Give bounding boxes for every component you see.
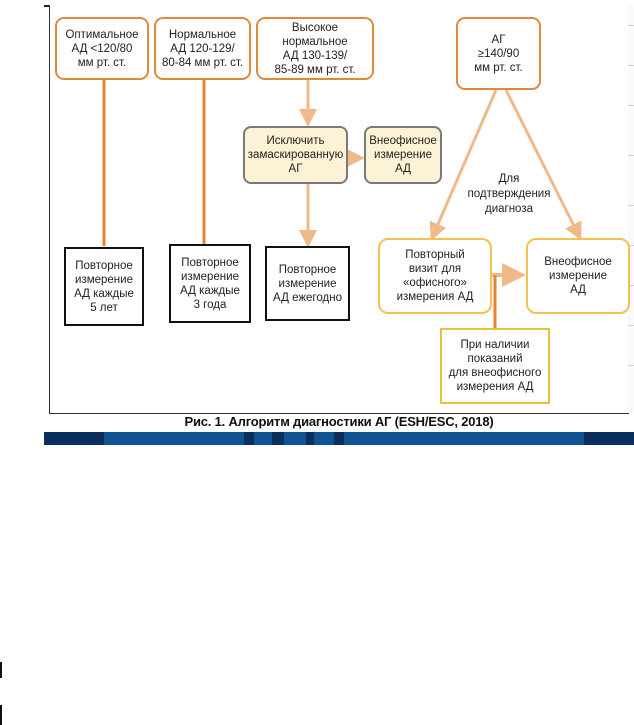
line-ag-left (429, 89, 498, 241)
outcome-3-text: Повторное измерение АД каждые 3 года (180, 256, 240, 311)
outcome-annual-text: Повторное измерение АД ежегодно (273, 263, 342, 304)
outcome-annually: Повторное измерение АД ежегодно (265, 246, 350, 321)
repeat-office-visit-box: Повторный визит для «офисного» измерения… (378, 238, 492, 314)
out-of-office-2-text: Внеофисное измерение АД (544, 256, 612, 296)
exclude-masked-text: Исключить замаскированную АГ (247, 135, 344, 175)
category-high-normal: Высокое нормальное АД 130-139/ 85-89 мм … (256, 17, 374, 80)
line-ag-right (504, 89, 582, 241)
confirm-diagnosis-label: Для подтверждения диагноза (467, 173, 551, 215)
margin-mark-1 (0, 662, 2, 678)
repeat-visit-text: Повторный визит для «офисного» измерения… (396, 249, 474, 303)
category-high-normal-text: Высокое нормальное АД 130-139/ 85-89 мм … (274, 21, 356, 76)
outcome-5-text: Повторное измерение АД каждые 5 лет (74, 259, 134, 314)
category-optimal: Оптимальное АД <120/80 мм рт. ст. (55, 17, 149, 80)
figure-caption: Рис. 1. Алгоритм диагностики АГ (ESH/ESC… (184, 414, 494, 429)
category-normal: Нормальное АД 120-129/ 80-84 мм рт. ст. (154, 17, 251, 80)
outcome-every-5-years: Повторное измерение АД каждые 5 лет (64, 247, 144, 326)
margin-mark-2 (0, 705, 2, 725)
out-of-office-1-text: Внеофисное измерение АД (369, 135, 437, 175)
page-edge-strip (628, 5, 634, 413)
indication-note-box: При наличии показаний для внеофисного из… (440, 328, 550, 404)
category-optimal-text: Оптимальное АД <120/80 мм рт. ст. (65, 28, 139, 69)
category-hypertension: АГ ≥140/90 мм рт. ст. (456, 17, 541, 90)
decorative-band (44, 432, 634, 445)
indication-note-text: При наличии показаний для внеофисного из… (448, 339, 542, 393)
figure: Оптимальное АД <120/80 мм рт. ст. Нормал… (44, 0, 634, 445)
connector-lines (102, 78, 582, 328)
category-hypertension-text: АГ ≥140/90 мм рт. ст. (474, 33, 523, 74)
category-normal-text: Нормальное АД 120-129/ 80-84 мм рт. ст. (161, 28, 244, 69)
outcome-every-3-years: Повторное измерение АД каждые 3 года (169, 244, 251, 323)
exclude-masked-hypertension-box: Исключить замаскированную АГ (243, 126, 348, 184)
out-of-office-measurement-box-2: Внеофисное измерение АД (526, 238, 630, 314)
out-of-office-measurement-box-1: Внеофисное измерение АД (364, 126, 442, 184)
